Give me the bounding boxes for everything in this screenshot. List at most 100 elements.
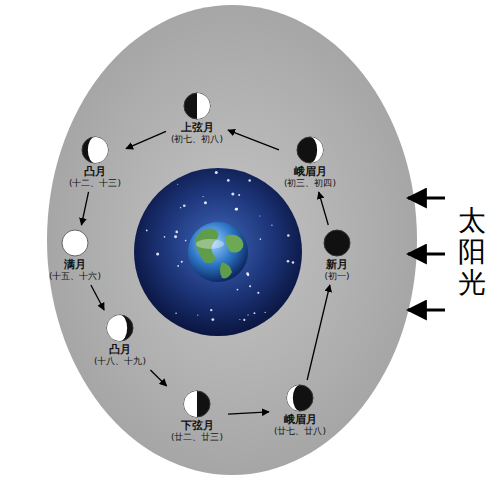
star [227, 179, 230, 182]
star [181, 261, 183, 263]
moon-disc [184, 93, 210, 119]
moon-lit-part [287, 385, 300, 411]
lunar-days: (十八、十九) [94, 356, 146, 367]
star [265, 312, 266, 313]
star [231, 193, 234, 196]
star [287, 260, 290, 263]
star [215, 171, 218, 174]
star [292, 261, 294, 263]
star [185, 240, 187, 242]
phase-name: 峨眉月 [284, 165, 336, 178]
moon-disc [82, 137, 108, 163]
star [247, 274, 249, 276]
star [287, 234, 290, 237]
lunar-days: (初三、初四) [284, 178, 336, 189]
phase-arrow [81, 192, 88, 225]
star [237, 289, 239, 291]
star [243, 319, 245, 321]
moon-icon [295, 135, 325, 165]
lunar-days: (廿七、廿八) [274, 426, 326, 437]
star [238, 194, 240, 196]
star [177, 184, 178, 185]
star [211, 318, 214, 321]
moon-phase: 上弦月(初七、初八) [169, 91, 225, 145]
moon-phase: 下弦月(廿二、廿三) [169, 389, 225, 443]
star [183, 204, 186, 207]
earth-land [196, 228, 244, 278]
moon-icon [322, 228, 352, 258]
phase-name: 上弦月 [171, 121, 223, 134]
moon-lit-part [197, 93, 210, 119]
phase-arrow [228, 412, 269, 414]
star [174, 235, 177, 238]
star [259, 216, 260, 217]
moon-phase: 凸月(十二、十三) [67, 135, 123, 189]
orbit-ring [47, 5, 417, 475]
phase-arrow [307, 285, 330, 380]
moon-lit-part [184, 391, 197, 417]
star [197, 314, 198, 315]
star [210, 309, 212, 311]
lunar-days: (初一) [322, 271, 352, 282]
star [249, 285, 251, 287]
star [271, 224, 272, 225]
space-disc [134, 168, 302, 336]
phase-arrow [319, 192, 329, 225]
star [260, 238, 262, 240]
moon-phase: 满月(十五、十六) [47, 228, 103, 282]
phase-name: 凸月 [94, 343, 146, 356]
star [239, 319, 240, 320]
star [164, 236, 166, 238]
moon-phase: 峨眉月(初三、初四) [282, 135, 338, 189]
star [175, 312, 177, 314]
star [235, 208, 238, 211]
moon-disc [184, 391, 210, 417]
star [203, 196, 204, 197]
moon-phase: 凸月(十八、十九) [92, 313, 148, 367]
moon-disc [297, 137, 323, 163]
moon-phase: 峨眉月(廿七、廿八) [272, 383, 328, 437]
star [156, 253, 159, 256]
star [248, 314, 249, 315]
phase-name: 下弦月 [171, 419, 223, 432]
earth [188, 222, 248, 282]
lunar-days: (十二、十三) [69, 178, 121, 189]
moon-icon [182, 389, 212, 419]
moon-disc [107, 315, 133, 341]
phase-name: 峨眉月 [274, 413, 326, 426]
star [180, 207, 181, 208]
star [177, 265, 179, 267]
moon-lit-part [310, 137, 323, 163]
star [204, 201, 207, 204]
lunar-days: (初七、初八) [171, 134, 223, 145]
sunlight-label: 太阳光 [458, 206, 486, 298]
moon-icon [285, 383, 315, 413]
moon-lit-part [88, 137, 108, 163]
moon-disc [287, 385, 313, 411]
star [175, 231, 178, 234]
moon-phase: 新月(初一) [320, 228, 354, 282]
lunar-days: (廿二、廿三) [171, 432, 223, 443]
stars [146, 171, 294, 321]
phase-arrow [228, 130, 279, 150]
star [248, 179, 251, 182]
phase-arrow [150, 370, 166, 386]
lunar-days: (十五、十六) [49, 271, 101, 282]
phase-name: 满月 [49, 258, 101, 271]
phase-arrow [126, 131, 166, 148]
star [253, 312, 255, 314]
phase-name: 凸月 [69, 165, 121, 178]
star [246, 272, 249, 275]
phase-arrow [91, 285, 104, 310]
star [257, 292, 259, 294]
phase-name: 新月 [322, 258, 352, 271]
moon-icon [80, 135, 110, 165]
moon-icon [182, 91, 212, 121]
sunlight-arrow [408, 197, 445, 200]
sunlight-arrow [408, 309, 445, 312]
moon-icon [105, 313, 135, 343]
star [235, 208, 238, 211]
moon-lit-part [107, 315, 127, 341]
moon-icon [60, 228, 90, 258]
